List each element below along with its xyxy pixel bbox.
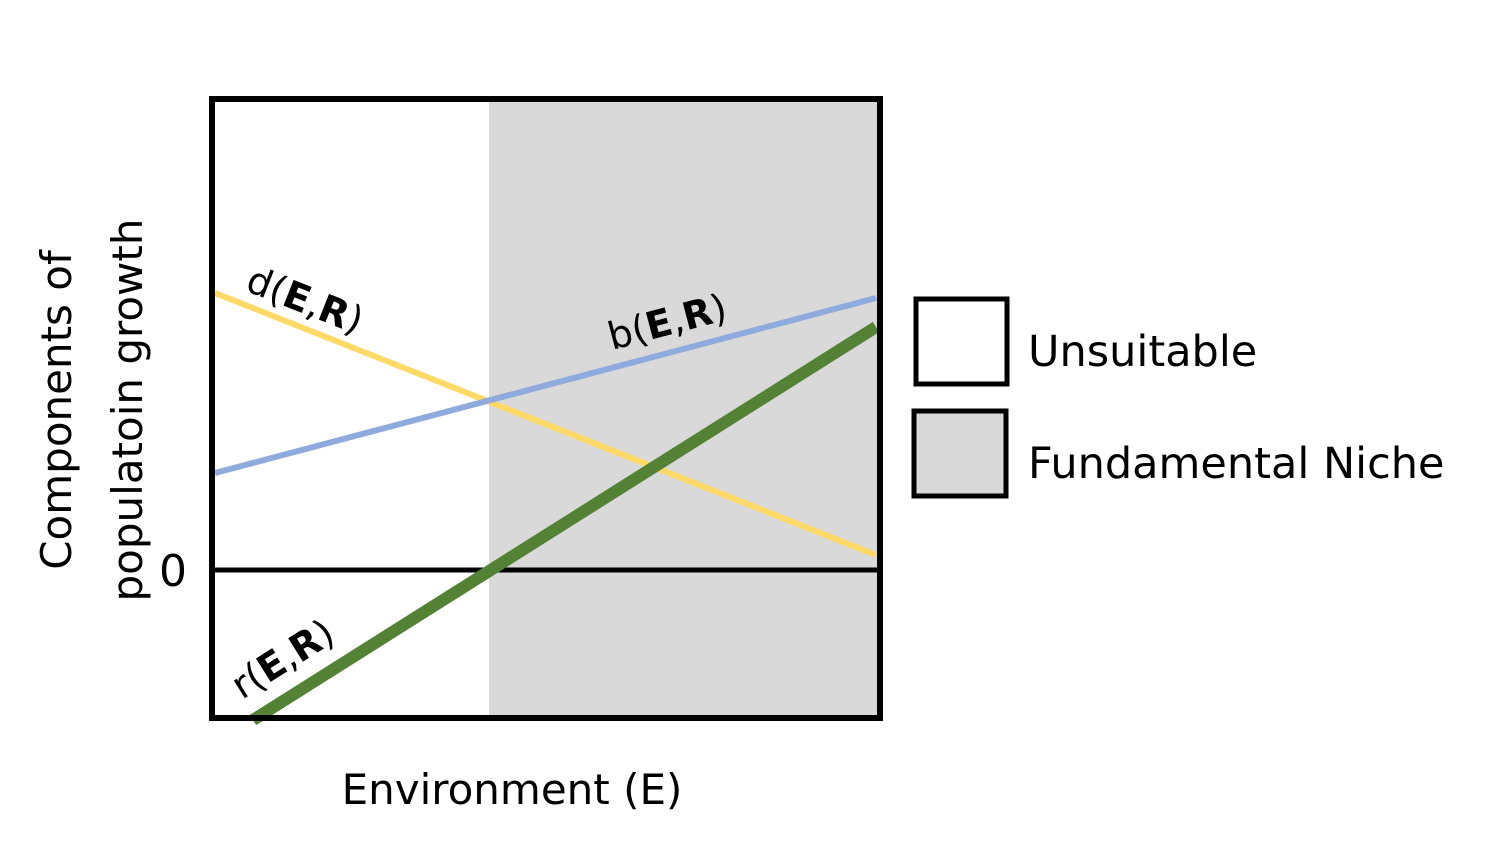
r-curve-line (249, 321, 880, 726)
legend-unsuitable-label: Unsuitable (1028, 327, 1257, 377)
b-curve-line (214, 295, 877, 476)
unsuitable-region (212, 99, 489, 718)
zero-tick-label: 0 (159, 546, 187, 597)
legend-niche-swatch (911, 408, 1009, 499)
b-curve-label: b(E,R) (603, 285, 731, 358)
x-axis-label: Environment (E) (342, 765, 683, 814)
legend-niche-label: Fundamental Niche (1028, 439, 1444, 489)
d-curve-line (213, 290, 878, 558)
y-axis-label-line2: populatoin growth (103, 219, 152, 602)
legend-unsuitable-swatch (913, 296, 1010, 387)
fundamental-niche-region (489, 99, 880, 718)
plot-frame (209, 96, 883, 721)
y-axis-label-line1: Components of (32, 249, 81, 570)
